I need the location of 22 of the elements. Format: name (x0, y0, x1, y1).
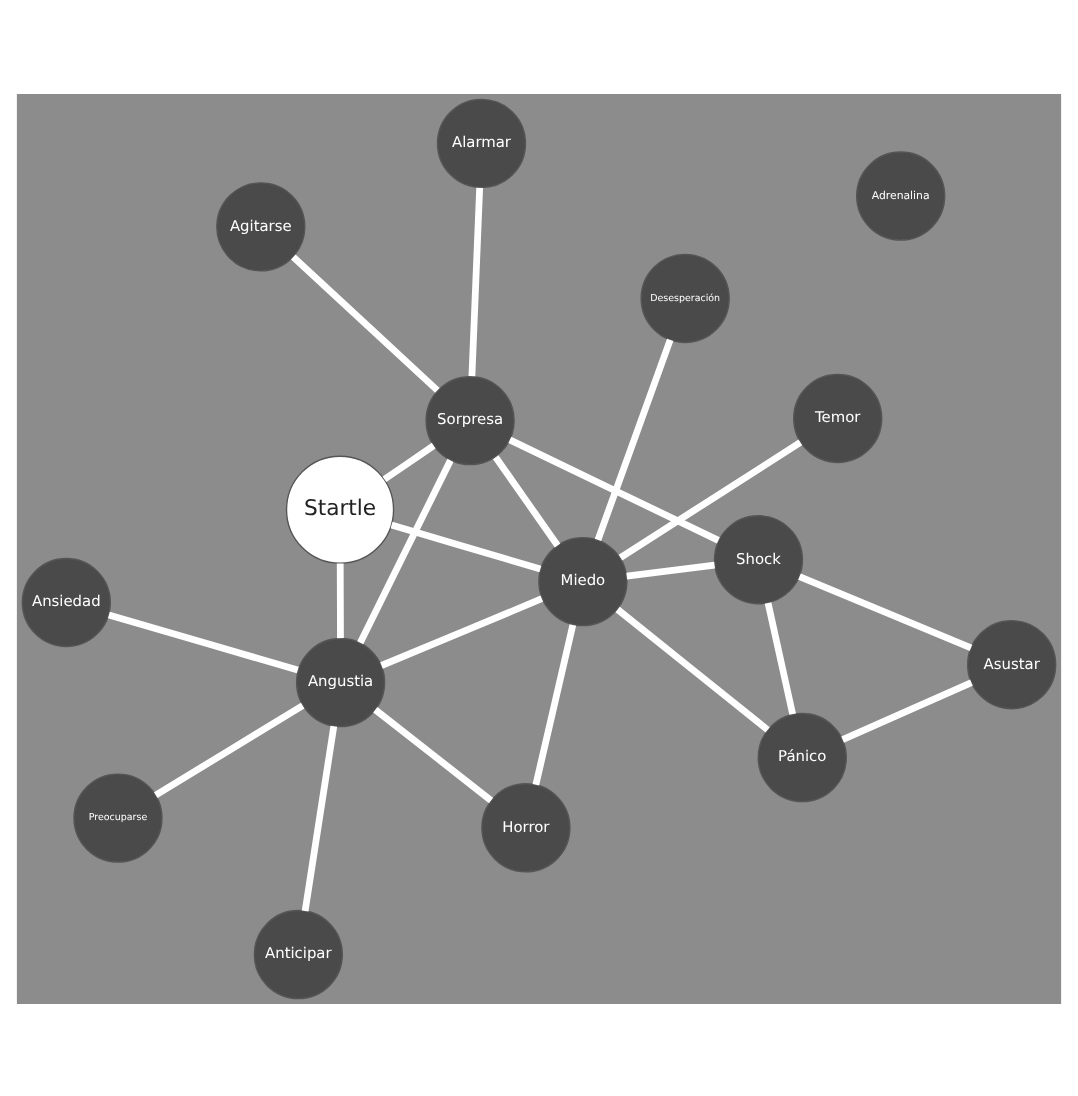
connector (382, 441, 436, 482)
connector (154, 701, 305, 797)
connector (107, 610, 299, 673)
connector (336, 562, 344, 638)
connector (390, 520, 542, 572)
connector (380, 594, 544, 668)
connector (290, 253, 440, 392)
connector (798, 572, 973, 650)
connector (492, 454, 561, 547)
connector (594, 337, 674, 540)
connector (841, 678, 973, 742)
connector (301, 724, 338, 911)
connector (468, 186, 484, 376)
connector (615, 605, 770, 732)
connector (626, 560, 715, 579)
connector (357, 457, 454, 644)
connector (532, 623, 577, 785)
connector (373, 706, 494, 803)
connector (618, 438, 803, 560)
connector (508, 435, 720, 543)
connector (764, 601, 796, 714)
node-circle: Startle (285, 454, 395, 563)
